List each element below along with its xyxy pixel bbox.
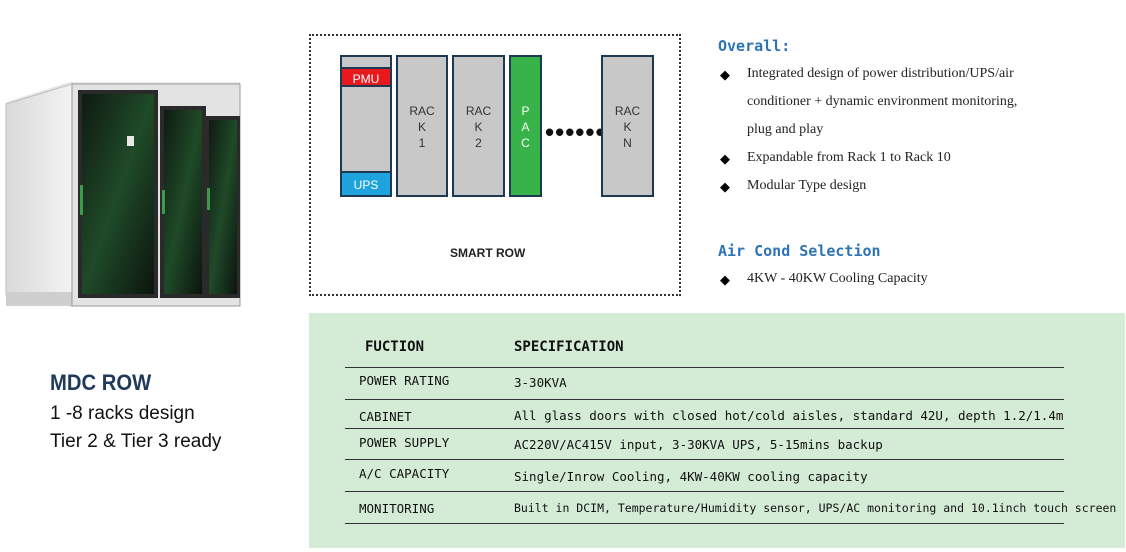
rack-n-label-line: N (623, 136, 632, 150)
rack-1-label-line: RAC (409, 104, 435, 118)
spec-value-cell: Built in DCIM, Temperature/Humidity sens… (514, 501, 1117, 515)
rack-n-label-line: K (623, 120, 632, 134)
row-divider (345, 523, 1064, 524)
pmu-block: PMU (342, 67, 390, 87)
ups-block: UPS (342, 171, 390, 195)
pac-label-line: A (521, 120, 530, 134)
spec-function-cell: A/C CAPACITY (359, 466, 450, 481)
spec-value-cell: 3-30KVA (514, 375, 567, 390)
row-divider (345, 459, 1064, 460)
mdc-cabinet-image (5, 82, 241, 307)
bullet-icon: ◆ (720, 151, 730, 166)
product-title: MDC ROW (50, 370, 152, 395)
rack-2-label-line: K (474, 120, 483, 134)
rack-2: RAC K 2 (452, 55, 505, 197)
spec-function-cell: MONITORING (359, 501, 435, 516)
overall-item: Integrated design of power distribution/… (747, 66, 1014, 81)
row-divider (345, 399, 1064, 400)
header-divider (345, 367, 1064, 368)
spec-value-cell: All glass doors with closed hot/cold ais… (514, 408, 1064, 423)
overall-heading: Overall: (718, 37, 791, 55)
tier-ready-text: Tier 2 & Tier 3 ready (50, 431, 222, 452)
bullet-icon: ◆ (720, 272, 730, 287)
overall-item: plug and play (747, 122, 824, 137)
smart-row-caption: SMART ROW (450, 246, 526, 260)
pac-label-line: C (521, 136, 530, 150)
spec-value-cell: AC220V/AC415V input, 3-30KVA UPS, 5-15mi… (514, 437, 883, 452)
rack-1-label-line: K (417, 120, 426, 134)
overall-item: conditioner + dynamic environment monito… (747, 94, 1018, 109)
pmu-ups-rack: PMU UPS (340, 55, 392, 197)
spec-table: FUCTION SPECIFICATION POWER RATING 3-30K… (309, 313, 1125, 548)
spec-value-cell: Single/Inrow Cooling, 4KW-40KW cooling c… (514, 469, 868, 484)
ellipsis-dots: •••••• (545, 117, 606, 147)
pac-label-line: P (521, 104, 530, 118)
overall-item: Expandable from Rack 1 to Rack 10 (747, 150, 951, 165)
bullet-icon: ◆ (720, 67, 730, 82)
row-divider (345, 491, 1064, 492)
spec-function-cell: CABINET (359, 409, 412, 424)
air-cond-item: 4KW - 40KW Cooling Capacity (747, 271, 928, 286)
rack-2-label-line: RAC (465, 104, 492, 118)
rack-n-label-line: RAC (614, 104, 641, 118)
racks-design-text: 1 -8 racks design (50, 403, 195, 424)
spec-header-specification: SPECIFICATION (514, 339, 624, 355)
rack-1: RAC K 1 (396, 55, 448, 197)
spec-function-cell: POWER SUPPLY (359, 435, 450, 450)
rack-n: RAC K N (601, 55, 654, 197)
rack-2-label-line: 2 (475, 136, 482, 150)
rack-1-label-line: 1 (418, 136, 426, 150)
row-divider (345, 428, 1064, 429)
overall-item: Modular Type design (747, 178, 867, 193)
air-cond-heading: Air Cond Selection (718, 242, 881, 260)
smart-row-diagram: PMU UPS RAC K 1 RAC K 2 P A C •••••• RAC… (309, 34, 681, 296)
spec-header-function: FUCTION (365, 339, 425, 355)
spec-function-cell: POWER RATING (359, 373, 450, 388)
bullet-icon: ◆ (720, 179, 730, 194)
pac-unit: P A C (509, 55, 542, 197)
